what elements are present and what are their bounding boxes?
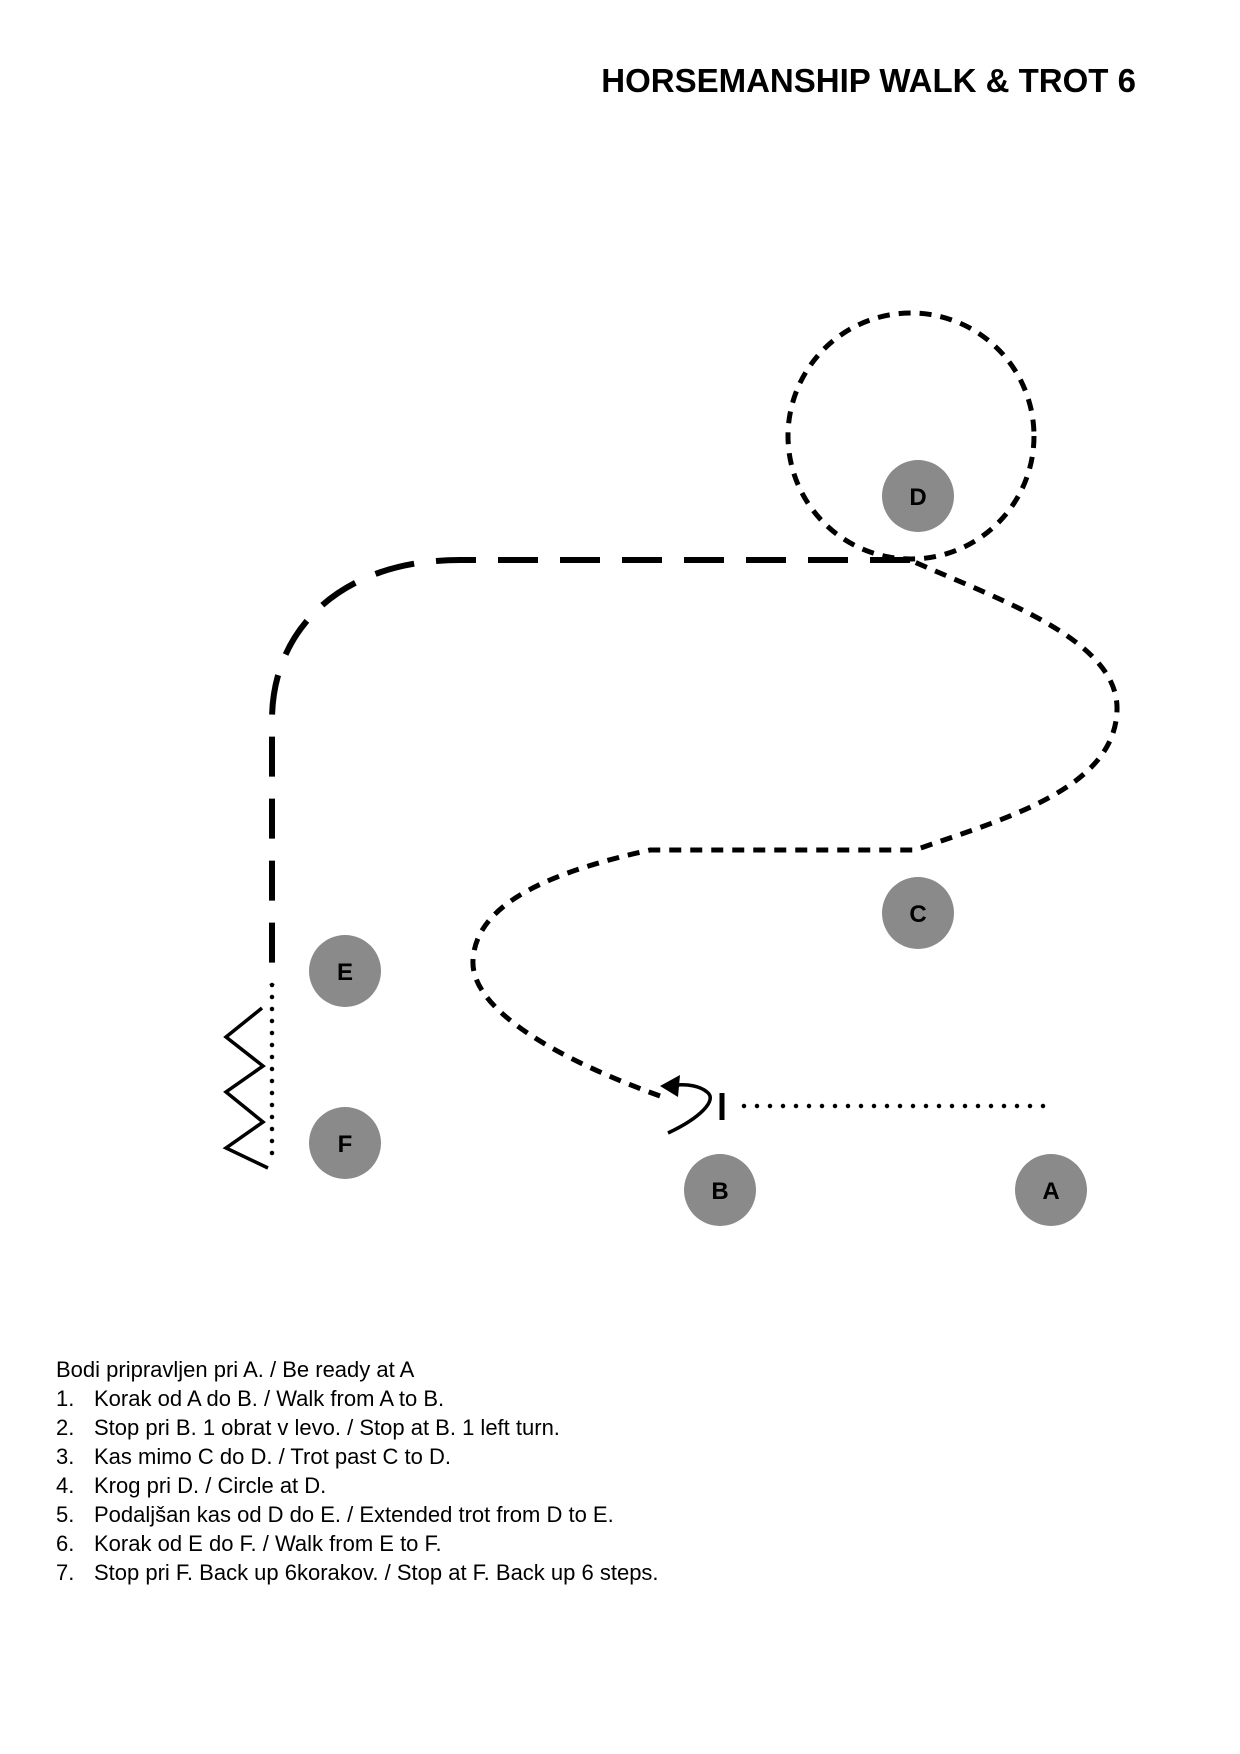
- step-number: 1.: [56, 1386, 75, 1411]
- step-text: Stop pri F. Back up 6korakov. / Stop at …: [94, 1560, 659, 1585]
- marker-e-label: E: [337, 959, 353, 986]
- step-item: 1. Korak od A do B. / Walk from A to B.: [56, 1384, 659, 1413]
- step-item: 5. Podaljšan kas od D do E. / Extended tr…: [56, 1500, 659, 1529]
- marker-c: C: [882, 877, 954, 949]
- step-number: 3.: [56, 1444, 75, 1469]
- back-up-zigzag: [222, 1006, 269, 1170]
- left-turn-arrowhead-icon: [660, 1075, 680, 1097]
- step-text: Stop pri B. 1 obrat v levo. / Stop at B.…: [94, 1415, 560, 1440]
- page-title: HORSEMANSHIP WALK & TROT 6: [601, 62, 1136, 99]
- marker-c-label: C: [909, 901, 926, 928]
- marker-a: A: [1015, 1154, 1087, 1226]
- marker-f: F: [309, 1107, 381, 1179]
- step-number: 5.: [56, 1502, 75, 1527]
- instructions-intro: Bodi pripravljen pri A. / Be ready at A: [56, 1357, 415, 1382]
- step-item: 2. Stop pri B. 1 obrat v levo. / Stop at …: [56, 1413, 659, 1442]
- marker-d: D: [882, 460, 954, 532]
- step-number: 4.: [56, 1473, 75, 1498]
- step-number: 6.: [56, 1531, 75, 1556]
- marker-e-circle: [309, 935, 381, 1007]
- marker-d-label: D: [909, 484, 926, 511]
- instructions-list: Bodi pripravljen pri A. / Be ready at A …: [56, 1355, 659, 1587]
- step-item: 6. Korak od E do F. / Walk from E to F.: [56, 1529, 659, 1558]
- marker-b-label: B: [711, 1178, 728, 1205]
- trot-path-b-to-d: [470, 557, 1120, 1099]
- marker-d-circle: [882, 460, 954, 532]
- step-item: 4. Krog pri D. / Circle at D.: [56, 1471, 659, 1500]
- step-text: Korak od E do F. / Walk from E to F.: [94, 1531, 442, 1556]
- step-text: Kas mimo C do D. / Trot past C to D.: [94, 1444, 451, 1469]
- step-text: Korak od A do B. / Walk from A to B.: [94, 1386, 445, 1411]
- left-turn-arrow: [667, 1083, 712, 1135]
- pattern-diagram: A B C D E F: [222, 310, 1120, 1226]
- circle-path-d: [785, 310, 1037, 562]
- marker-f-circle: [309, 1107, 381, 1179]
- marker-b: B: [684, 1154, 756, 1226]
- step-number: 7.: [56, 1560, 75, 1585]
- marker-c-circle: [882, 877, 954, 949]
- marker-a-circle: [1015, 1154, 1087, 1226]
- step-number: 2.: [56, 1415, 75, 1440]
- step-text: Podaljšan kas od D do E. / Extended trot…: [94, 1502, 614, 1527]
- extended-trot-path-d-to-e: [269, 557, 910, 985]
- marker-b-circle: [684, 1154, 756, 1226]
- marker-e: E: [309, 935, 381, 1007]
- step-item: 3. Kas mimo C do D. / Trot past C to D.: [56, 1442, 659, 1471]
- steps-list: 1. Korak od A do B. / Walk from A to B. 2…: [56, 1384, 659, 1587]
- marker-f-label: F: [338, 1131, 353, 1158]
- marker-a-label: A: [1042, 1178, 1059, 1205]
- step-text: Krog pri D. / Circle at D.: [94, 1473, 327, 1498]
- step-item: 7. Stop pri F. Back up 6korakov. / Stop a…: [56, 1558, 659, 1587]
